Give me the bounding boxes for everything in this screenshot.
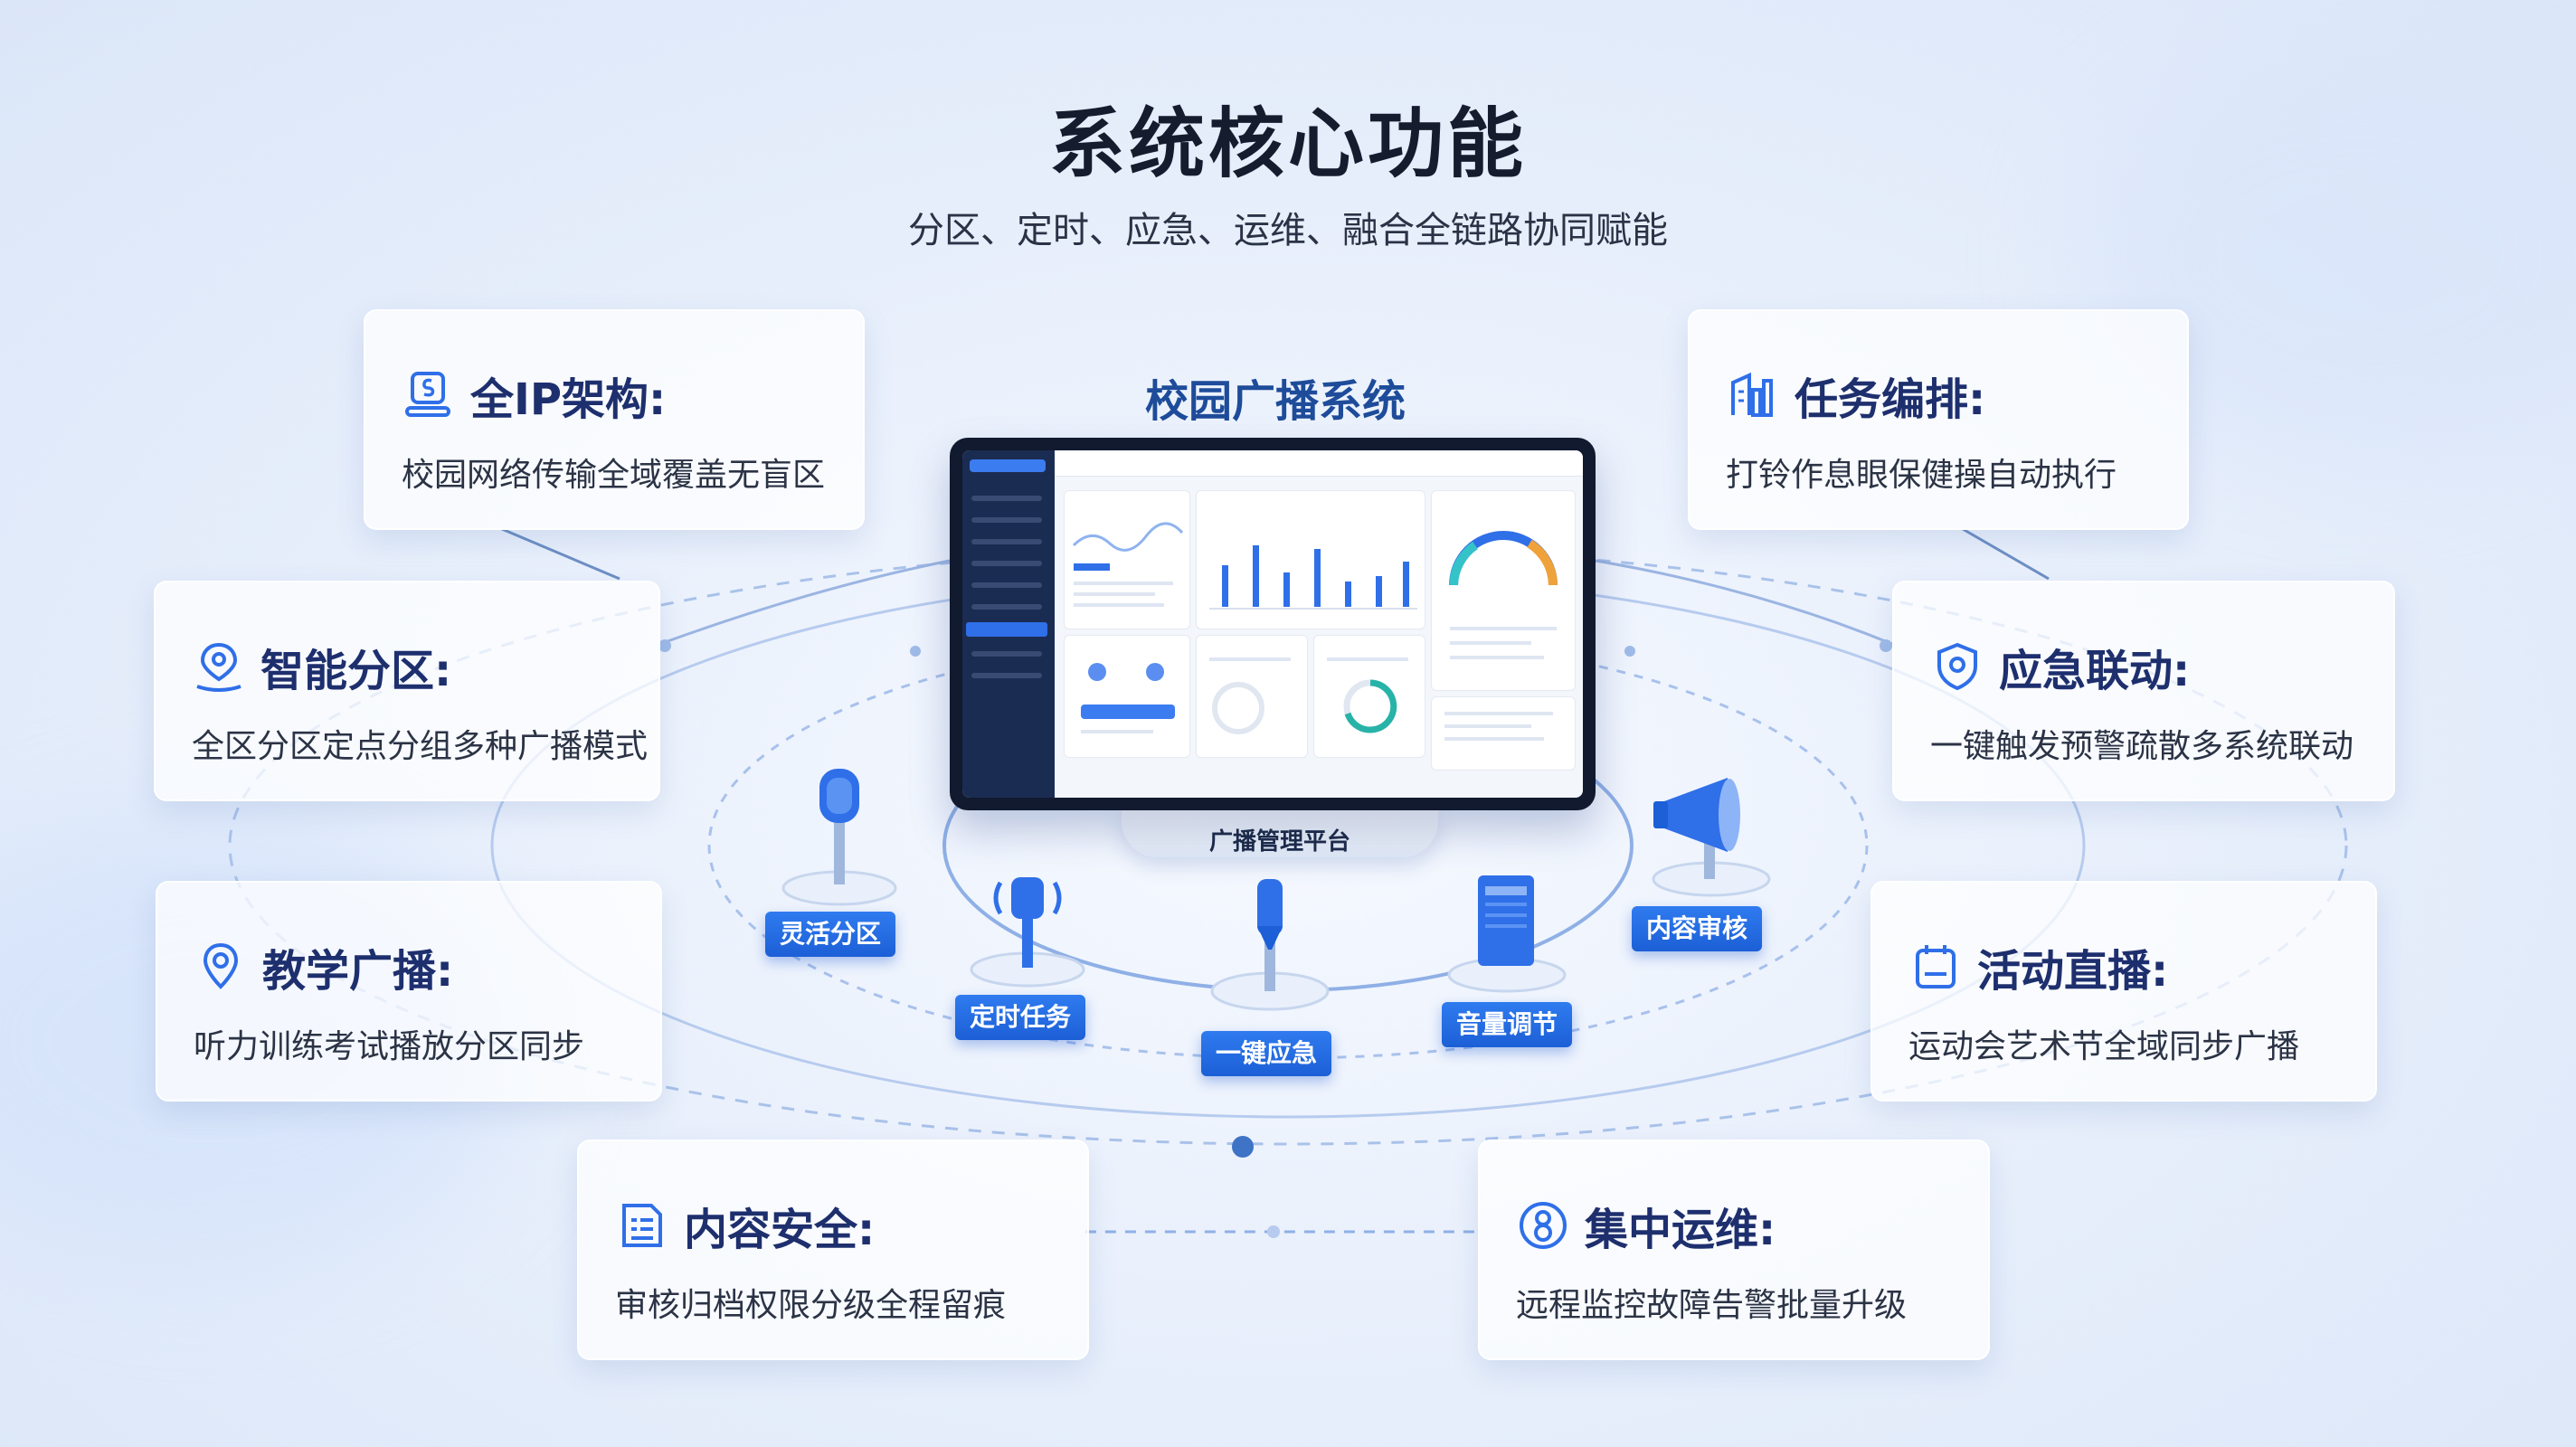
feature-description: 一键触发预警疏散多系统联动 (1930, 728, 2354, 765)
connector-4 (1595, 559, 1893, 646)
shield-icon (1937, 642, 1977, 691)
feature-card-emergency: 应急联动: 一键触发预警疏散多系统联动 (1892, 581, 2395, 801)
location-pin-icon (196, 642, 242, 692)
monitor-stand (1122, 810, 1438, 857)
gauge-mini (1449, 531, 1558, 659)
map-pin-icon (203, 942, 239, 989)
feature-card-task: 任务编排: 打铃作息眼保健操自动执行 (1688, 309, 2189, 530)
volume-box-icon (1447, 875, 1567, 993)
calendar-icon (1916, 945, 1956, 988)
dashboard-nav-item (971, 673, 1042, 678)
feature-title: 应急联动: (1999, 646, 2191, 696)
wave-chart-mini (1072, 522, 1184, 607)
device-label: 定时任务 (955, 995, 1086, 1040)
device-label: 一键应急 (1201, 1031, 1332, 1076)
orbit-outer (228, 545, 2348, 1146)
bar-chart-mini (1209, 545, 1417, 610)
device-label: 内容审核 (1632, 906, 1763, 951)
ring-mini (1327, 657, 1408, 733)
feature-description: 审核归档权限分级全程留痕 (615, 1287, 1007, 1324)
dashboard-nav-item (971, 539, 1042, 544)
status-mini (1081, 663, 1175, 733)
feature-card-teaching: 教学广播: 听力训练考试播放分区同步 (156, 881, 662, 1102)
feature-description: 远程监控故障告警批量升级 (1516, 1287, 1908, 1324)
feature-title: 内容安全: (684, 1205, 876, 1255)
dashboard-topbar (1055, 450, 1583, 477)
page-subtitle: 分区、定时、应急、运维、融合全链路协同赋能 (908, 210, 1668, 251)
dashboard-nav-item (971, 582, 1042, 588)
feature-title: 全IP架构: (470, 374, 667, 425)
feature-description: 听力训练考试播放分区同步 (194, 1028, 585, 1065)
dashboard-panel-wave (1064, 490, 1190, 629)
list-mini (1444, 712, 1553, 741)
device-content-review: 内容审核 (1628, 765, 1791, 964)
feature-description: 全区分区定点分组多种广播模式 (192, 728, 649, 765)
dashboard-nav-item (971, 496, 1042, 501)
connector-2 (1962, 527, 2050, 581)
document-list-icon (622, 1204, 662, 1247)
feature-title: 教学广播: (262, 946, 454, 997)
feature-description: 打铃作息眼保健操自动执行 (1726, 457, 2117, 494)
feature-description: 运动会艺术节全域同步广播 (1908, 1028, 2300, 1065)
megaphone-icon (1652, 778, 1771, 897)
dashboard-panel-list (1431, 696, 1576, 771)
dashboard-panel-ring (1313, 635, 1425, 758)
device-label: 音量调节 (1442, 1002, 1573, 1047)
monitor-dollar-icon (405, 372, 450, 417)
dashboard-panel-status (1064, 635, 1190, 758)
orbit-node (1232, 1136, 1254, 1158)
dashboard-panel-knob (1196, 635, 1308, 758)
platform-label: 广播管理平台 (1208, 828, 1350, 856)
feature-title: 集中运维: (1585, 1205, 1776, 1255)
knob-mini (1209, 657, 1291, 734)
emergency-button-icon (1210, 879, 1330, 1011)
feature-card-content-security: 内容安全: 审核归档权限分级全程留痕 (577, 1140, 1089, 1360)
system-title: 校园广播系统 (1144, 376, 1406, 427)
microphone-icon (781, 769, 897, 906)
feature-card-full-ip: 全IP架构: 校园网络传输全域覆盖无盲区 (364, 309, 865, 530)
connector-3 (659, 559, 951, 646)
dashboard-nav-item (971, 517, 1042, 523)
dashboard-nav-item (971, 651, 1042, 657)
dashboard-logo (970, 459, 1046, 472)
platform-monitor (950, 438, 1596, 810)
feature-title: 活动直播: (1977, 946, 2169, 997)
dashboard-sidebar (962, 450, 1055, 798)
dashboard-nav-item (971, 604, 1042, 610)
speaker-tower-icon (970, 877, 1085, 988)
feature-card-smart-zone: 智能分区: 全区分区定点分组多种广播模式 (154, 581, 660, 801)
device-flex-zone: 灵活分区 (758, 752, 921, 960)
device-label: 灵活分区 (765, 912, 896, 957)
page-title: 系统核心功能 (1048, 99, 1527, 188)
feature-title: 任务编排: (1795, 374, 1986, 425)
dashboard-panel-bars (1196, 490, 1425, 629)
dashboard-nav-item (971, 561, 1042, 566)
dashboard-screen (962, 450, 1583, 798)
dashboard-nav-item-active (966, 622, 1047, 637)
feature-card-ops: 集中运维: 远程监控故障告警批量升级 (1478, 1140, 1990, 1360)
feature-description: 校园网络传输全域覆盖无盲区 (402, 457, 826, 494)
device-one-key: 一键应急 (1190, 872, 1353, 1080)
device-volume: 音量调节 (1427, 866, 1590, 1056)
connector-1 (501, 527, 620, 581)
dashboard-panel-gauge (1431, 490, 1576, 691)
device-timer-task: 定时任务 (952, 866, 1114, 1047)
feature-card-live: 活动直播: 运动会艺术节全域同步广播 (1870, 881, 2377, 1102)
circle-number-icon (1520, 1202, 1567, 1249)
bar-chart-icon (1731, 372, 1773, 417)
feature-title: 智能分区: (260, 646, 452, 696)
